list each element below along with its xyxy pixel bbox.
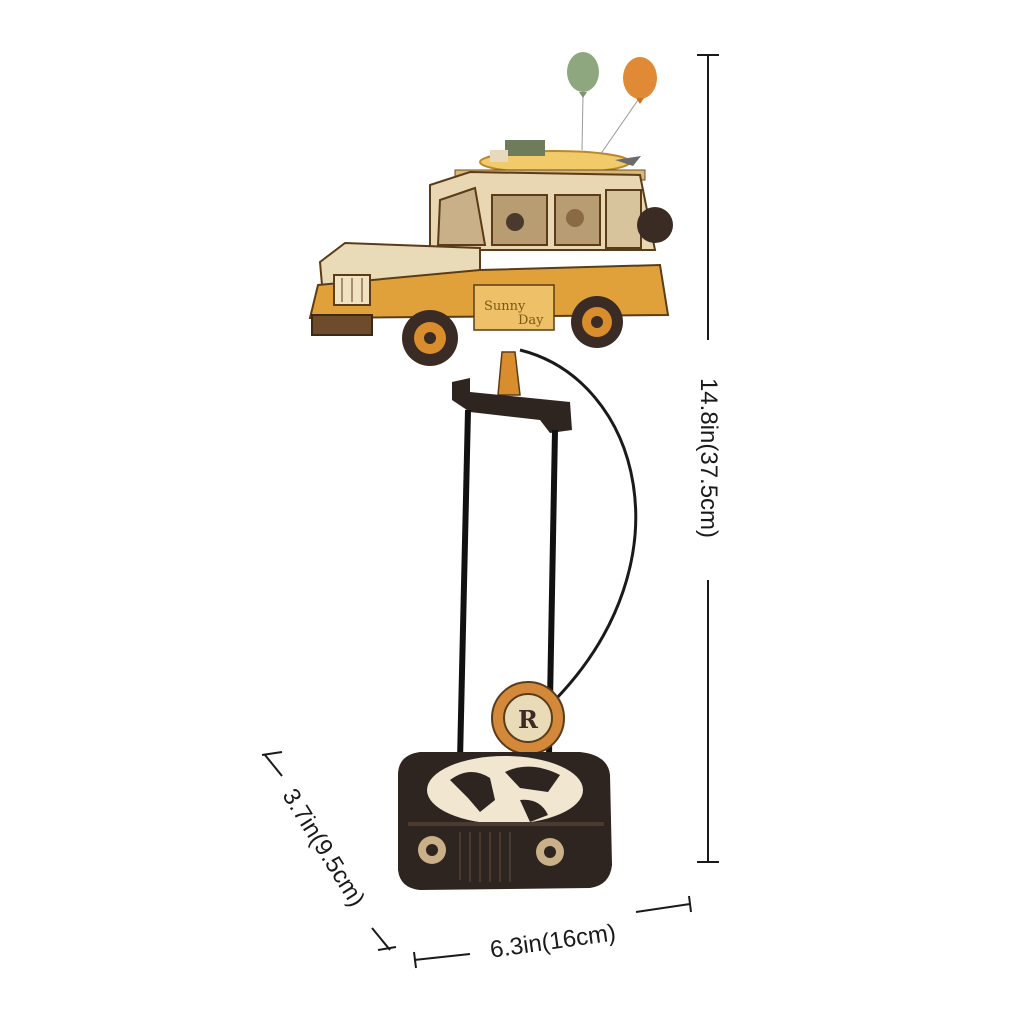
green-balloon: [567, 52, 599, 92]
width-dimension-line: [413, 895, 692, 969]
height-dimension-line: [697, 54, 719, 863]
front-wheel: [402, 310, 458, 366]
depth-dimension-line: [261, 751, 397, 951]
orange-balloon: [623, 57, 657, 99]
counterweight-arm: [519, 348, 638, 702]
car-text-day: Day: [518, 313, 544, 328]
emblem-letter: R: [518, 705, 539, 734]
car-text-sunny: Sunny: [484, 299, 526, 314]
height-dimension-label: 14.8in(37.5cm): [695, 373, 722, 543]
counterweight-wheel: R: [491, 681, 565, 755]
car-model: Sunny Day: [308, 140, 673, 396]
rear-wheel: [571, 296, 623, 348]
base: [398, 752, 612, 890]
balloons: [567, 52, 657, 156]
